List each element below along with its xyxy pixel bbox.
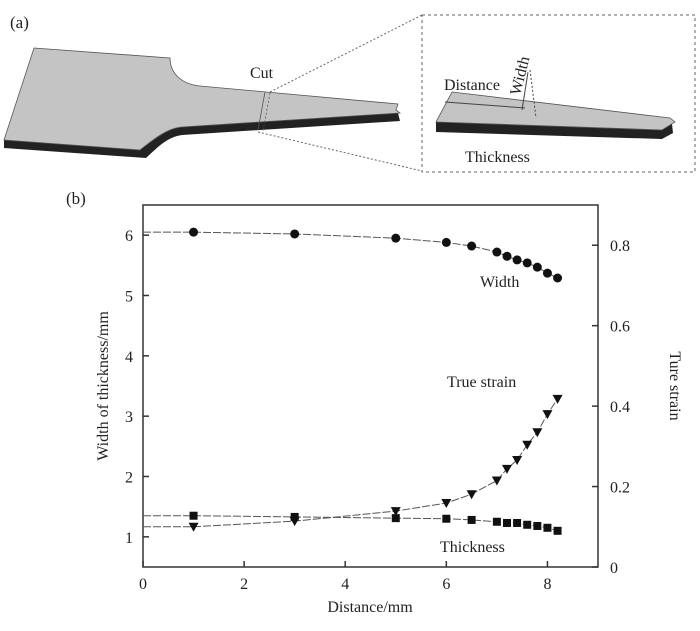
data-point-true-strain: [542, 410, 553, 420]
data-point-thickness: [290, 512, 299, 521]
data-point-true-strain: [512, 456, 523, 466]
data-point-width: [290, 229, 300, 239]
zoom-line-top: [269, 14, 423, 93]
distance-label: Distance: [444, 77, 500, 94]
y-right-tick-label: 0.4: [610, 399, 630, 416]
data-point-thickness: [442, 514, 451, 523]
data-point-width: [512, 255, 522, 265]
panel-a: (a) Cut Distance Width Thickness: [3, 13, 696, 173]
zoom-line-bottom: [257, 131, 423, 172]
zoomed-specimen-body: [435, 91, 676, 131]
data-point-true-strain: [532, 428, 543, 438]
data-point-true-strain: [491, 476, 502, 486]
y-tick-label: 4: [125, 349, 133, 366]
y-tick-label: 3: [125, 409, 133, 426]
data-point-true-strain: [552, 394, 563, 404]
distance-arrow: [444, 101, 526, 109]
thickness-label: Thickness: [465, 149, 530, 166]
data-point-true-strain: [466, 490, 477, 500]
series-label-thickness: Thickness: [440, 539, 505, 556]
data-point-width: [467, 241, 477, 251]
panel-a-label: (a): [10, 13, 29, 32]
x-tick-label: 6: [442, 576, 450, 593]
data-point-thickness: [553, 526, 562, 535]
x-axis-label: Distance/mm: [327, 599, 413, 616]
y-tick-label: 6: [125, 228, 133, 245]
x-tick-label: 4: [341, 576, 349, 593]
cut-label: Cut: [250, 65, 274, 82]
panel-b: (b) 0 2 4 6 8 1 2 3 4 5 6 0 0.2 0.4 0.6 0.8 Distance/mm…: [66, 189, 683, 616]
y-axis-right-label: Ture strain: [666, 351, 683, 420]
data-point-true-strain: [522, 440, 533, 450]
y-axis-label: Width of thickness/mm: [95, 311, 112, 461]
data-point-width: [553, 273, 563, 283]
data-point-true-strain: [441, 499, 452, 509]
y-right-tick-label: 0.2: [610, 480, 630, 497]
plot-frame: [142, 204, 599, 568]
width-label: Width: [507, 55, 533, 97]
data-point-width: [542, 268, 552, 278]
data-point-width: [441, 237, 451, 247]
data-point-thickness: [189, 511, 198, 520]
y-right-tick-label: 0: [610, 560, 618, 577]
y-tick-label: 2: [125, 470, 133, 487]
data-point-width: [391, 233, 401, 243]
series-label-width: Width: [480, 274, 519, 291]
x-tick-label: 2: [240, 576, 248, 593]
data-point-thickness: [523, 520, 532, 529]
data-point-width: [532, 262, 542, 272]
data-point-width: [492, 247, 502, 257]
data-point-thickness: [492, 517, 501, 526]
data-point-width: [502, 251, 512, 261]
data-point-true-strain: [188, 522, 199, 532]
series-label-true-strain: True strain: [447, 374, 516, 391]
x-tick-label: 8: [543, 576, 551, 593]
y-tick-label: 5: [125, 289, 133, 306]
series-markers: [188, 227, 563, 535]
zoomed-specimen-edge: [436, 122, 673, 139]
zoom-box: [421, 14, 696, 173]
data-point-thickness: [467, 515, 476, 524]
panel-b-label: (b): [66, 189, 86, 208]
specimen-body: [3, 47, 402, 151]
section-line: [529, 69, 537, 119]
specimen-edge: [4, 113, 400, 158]
width-arrow: [521, 71, 529, 111]
x-tick-label: 0: [139, 576, 147, 593]
series-line-true-strain: [143, 398, 558, 528]
ticks: 0 2 4 6 8 1 2 3 4 5 6 0 0.2 0.4 0.6 0.8: [125, 228, 630, 593]
data-point-width: [522, 258, 532, 268]
y-right-tick-label: 0.6: [610, 319, 630, 336]
data-point-thickness: [513, 518, 522, 527]
data-point-width: [189, 227, 199, 237]
cut-line: [257, 91, 266, 131]
data-point-thickness: [391, 514, 400, 523]
data-point-thickness: [503, 518, 511, 527]
y-right-tick-label: 0.8: [610, 238, 630, 255]
data-point-thickness: [533, 521, 542, 530]
y-tick-label: 1: [125, 530, 133, 547]
data-point-thickness: [543, 523, 552, 532]
cut-line-back: [262, 92, 271, 132]
data-point-true-strain: [502, 464, 512, 474]
data-point-true-strain: [390, 507, 401, 517]
